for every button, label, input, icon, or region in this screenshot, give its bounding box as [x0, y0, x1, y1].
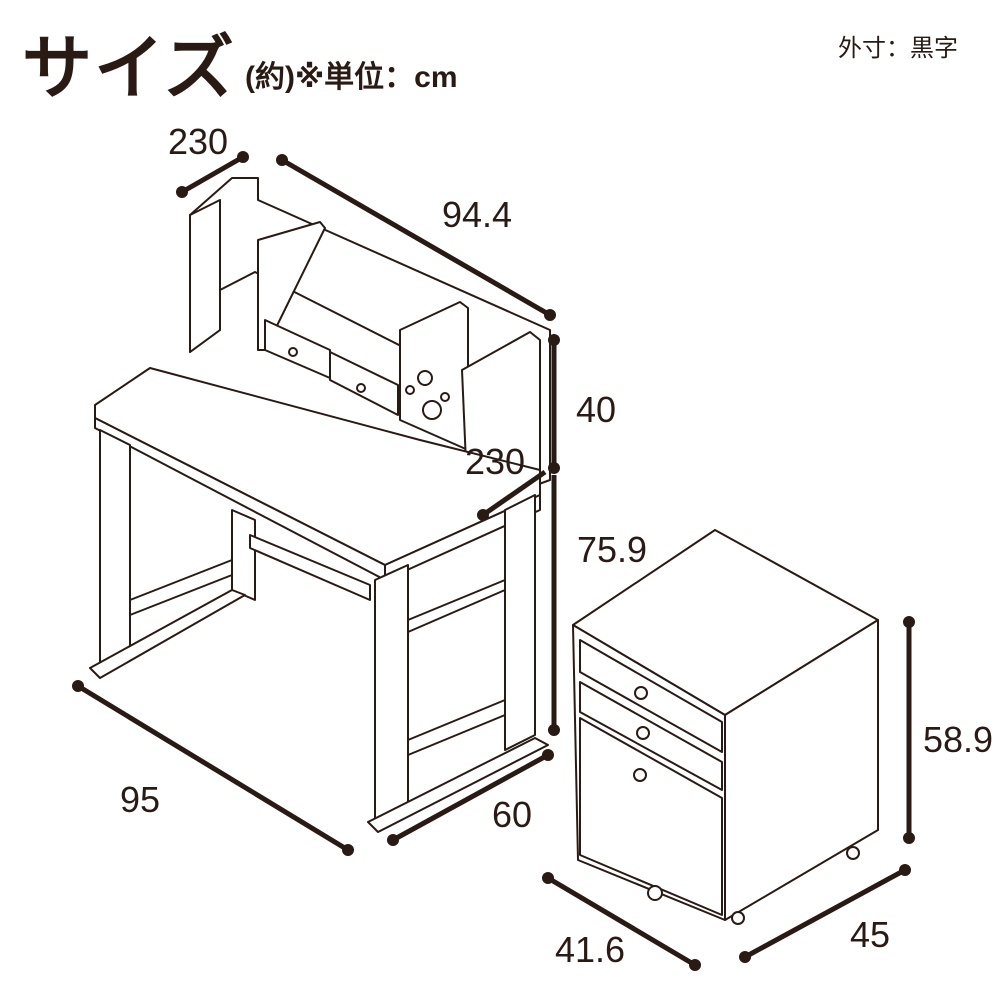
label-desk-height: 75.9 [576, 529, 648, 570]
unit-note: (約)※単位：cm [245, 61, 458, 94]
legend-note: 外寸：黒字 [838, 35, 958, 62]
label-hutch-depth: 230 [167, 121, 229, 162]
label-desk-width: 95 [119, 779, 161, 820]
label-wagon-depth: 45 [849, 914, 891, 955]
page-title: サイズ [22, 29, 236, 107]
label-desk-gap: 230 [464, 441, 526, 482]
label-wagon-height: 58.9 [922, 719, 994, 760]
label-hutch-width: 94.4 [441, 194, 513, 235]
label-desk-depth: 60 [491, 794, 533, 835]
desk-illustration [89, 177, 551, 833]
wagon-illustration [572, 529, 879, 925]
label-hutch-height: 40 [575, 389, 617, 430]
label-wagon-width: 41.6 [554, 929, 626, 970]
dimension-lines [72, 151, 915, 971]
